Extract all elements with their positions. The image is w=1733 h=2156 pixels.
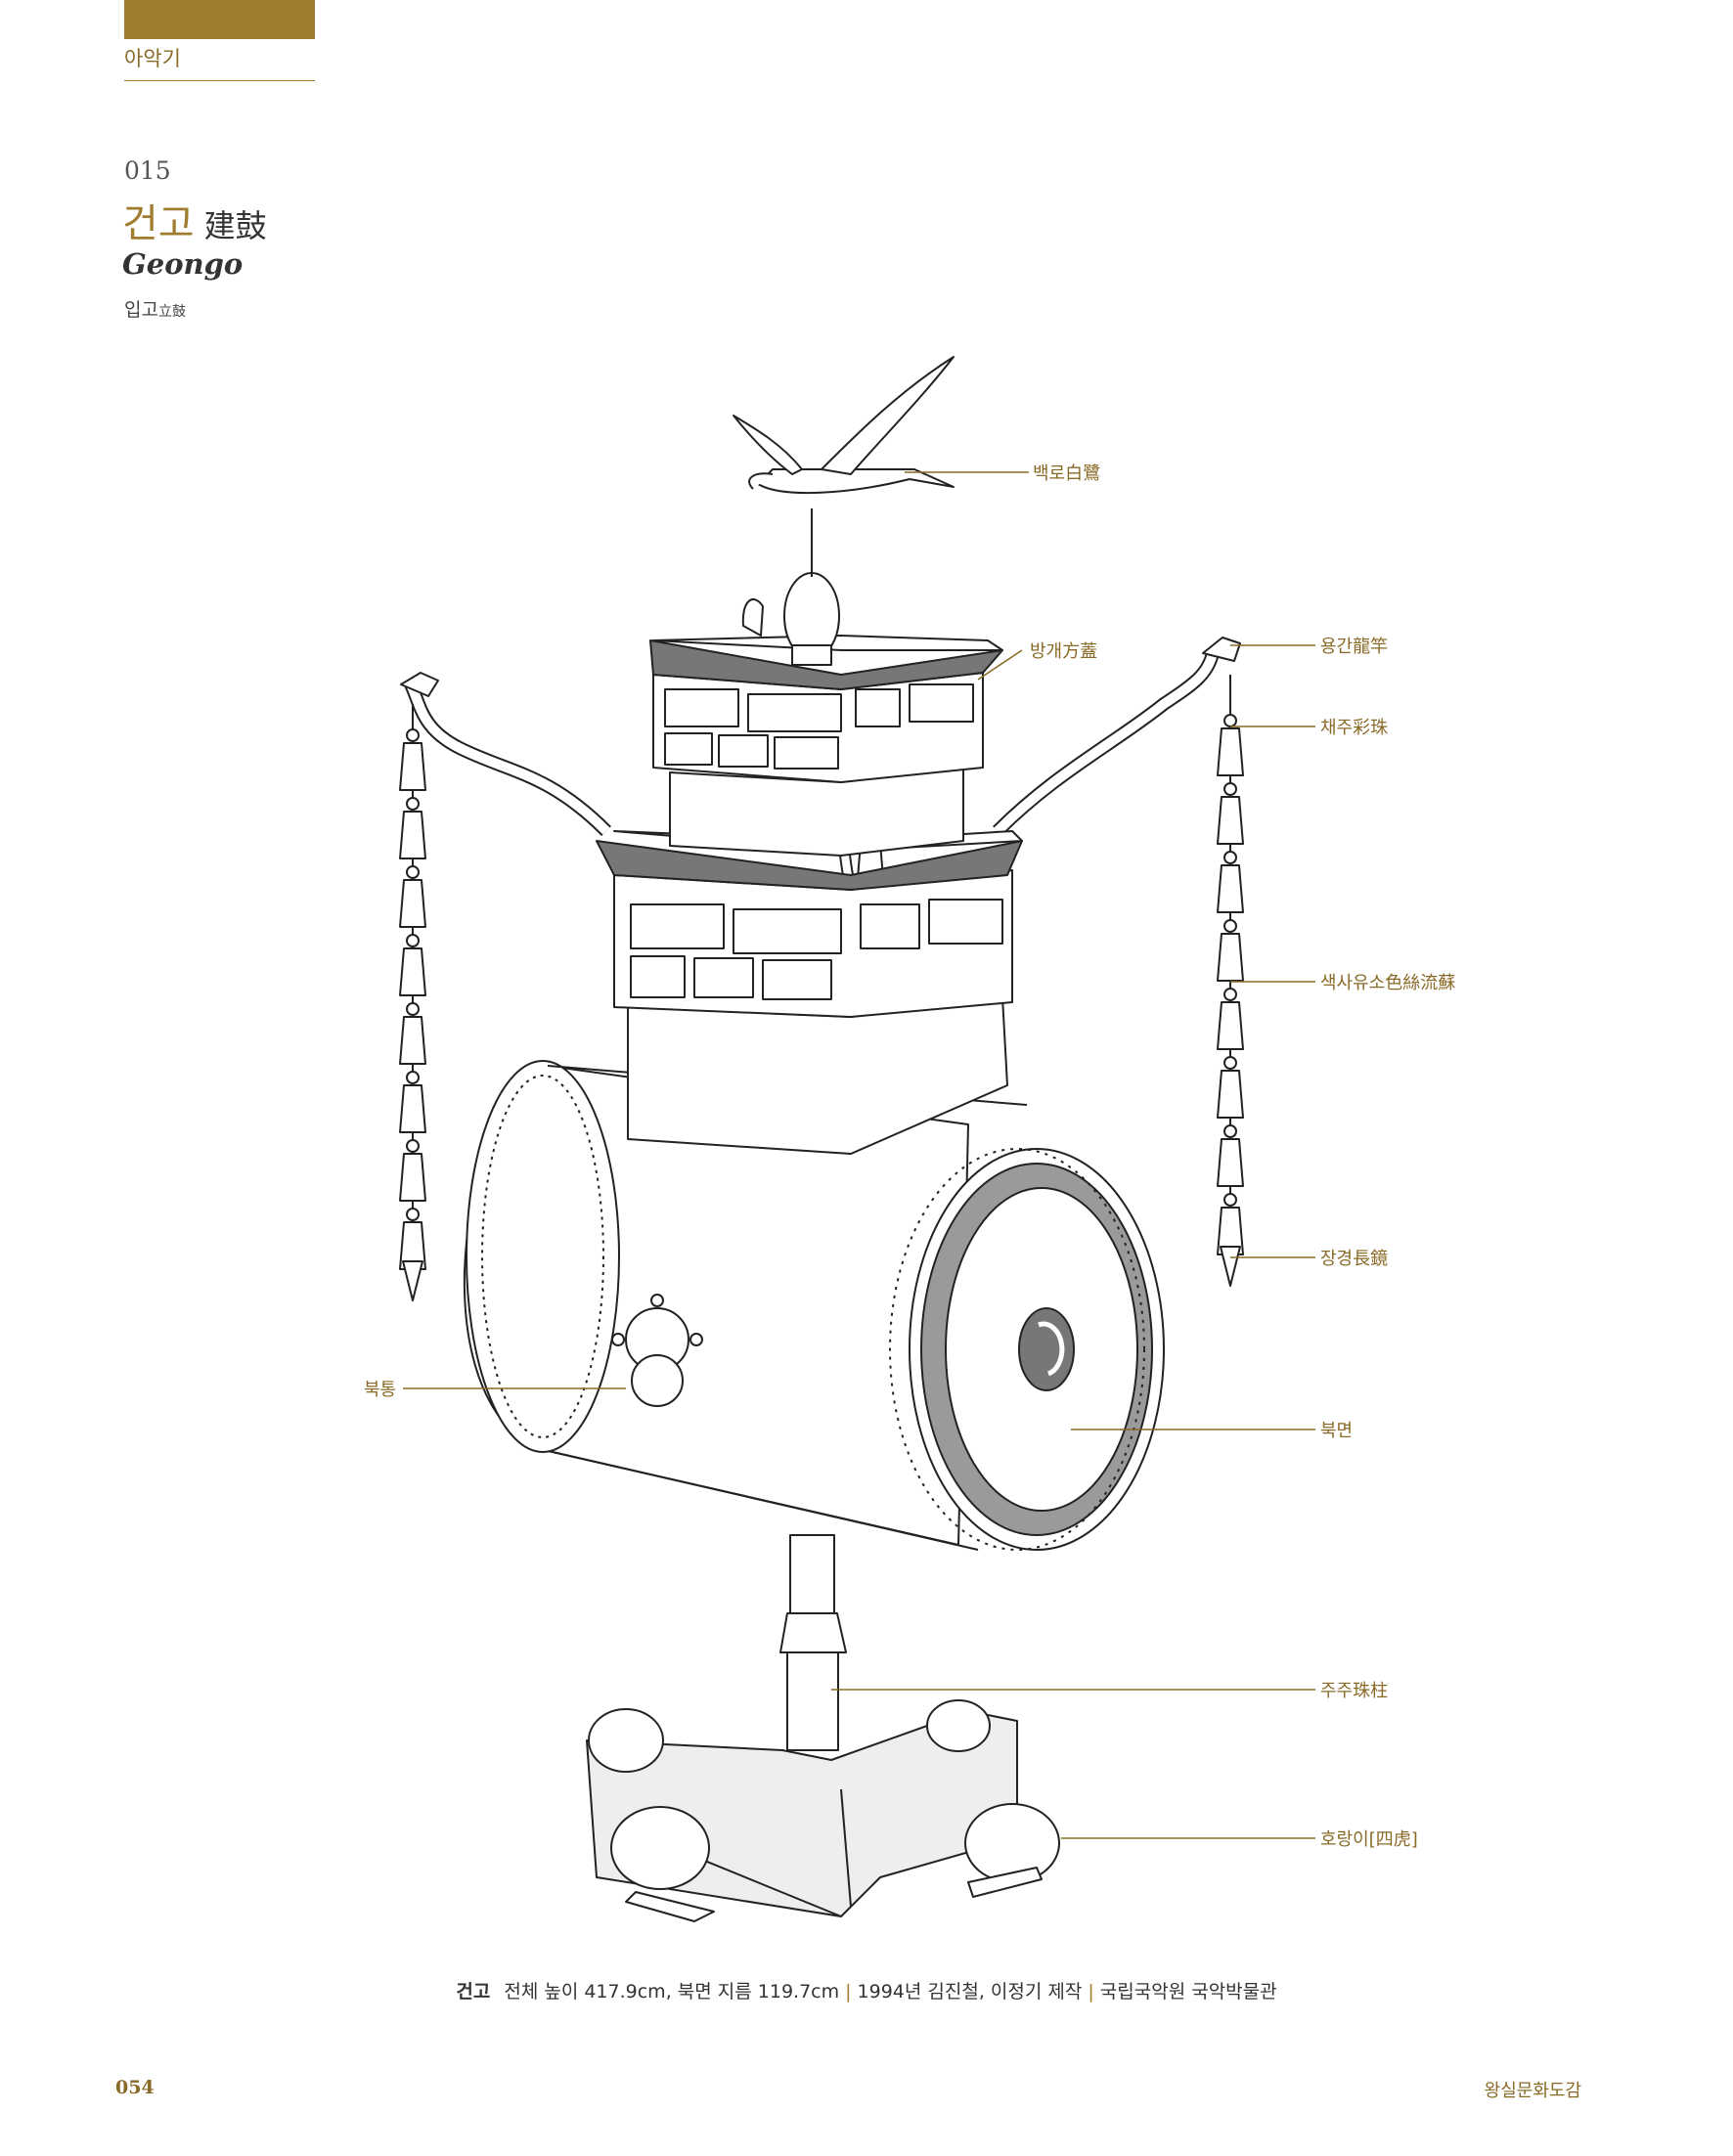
callout-drum-body: 북통 bbox=[364, 1380, 397, 1400]
callout-canopy: 방개方蓋 bbox=[1030, 641, 1098, 662]
tassel-bead bbox=[406, 934, 420, 947]
tassel-segment bbox=[1217, 933, 1244, 982]
upper-box bbox=[649, 572, 1003, 857]
tassel-bead bbox=[406, 1208, 420, 1221]
tassel-bead bbox=[406, 1071, 420, 1084]
tiger-base bbox=[586, 1699, 1060, 1922]
tassel-bead bbox=[1223, 1056, 1237, 1070]
title-english: Geongo bbox=[122, 247, 244, 281]
tassel-bead bbox=[406, 797, 420, 811]
callout-leader-lines bbox=[403, 471, 1315, 1839]
tassel-segment bbox=[1217, 727, 1244, 776]
callout-tigers: 호랑이[四虎] bbox=[1320, 1829, 1418, 1850]
drum-head bbox=[889, 1148, 1165, 1551]
callout-colored-bead: 채주彩珠 bbox=[1320, 718, 1389, 738]
tassel-bead bbox=[1223, 782, 1237, 796]
callout-tassels: 색사유소色絲流蘇 bbox=[1320, 973, 1456, 993]
caption-separator: | bbox=[845, 1981, 852, 2002]
tassel-segment bbox=[399, 879, 426, 928]
tassel-bead bbox=[1223, 919, 1237, 933]
title-hanja: 建鼓 bbox=[203, 207, 267, 244]
book-title: 왕실문화도감 bbox=[1484, 2081, 1581, 2101]
callout-pillar: 주주珠柱 bbox=[1320, 1681, 1389, 1701]
tassel-segment bbox=[399, 742, 426, 791]
caption-dimensions: 전체 높이 417.9cm, 북면 지름 119.7cm bbox=[504, 1981, 840, 2002]
tassel-segment bbox=[399, 1016, 426, 1065]
callout-egret: 백로白鷺 bbox=[1033, 463, 1101, 484]
tassel-bead bbox=[1223, 1124, 1237, 1138]
entry-number: 015 bbox=[124, 156, 171, 185]
tassel-bead bbox=[1223, 988, 1237, 1001]
tassel-segment bbox=[1217, 796, 1244, 845]
tassel-bead bbox=[1223, 714, 1237, 727]
tassel-segment bbox=[399, 1084, 426, 1133]
egret-finial bbox=[733, 356, 955, 577]
drum-barrel bbox=[463, 1060, 1028, 1551]
callout-drum-head: 북면 bbox=[1320, 1421, 1354, 1441]
tassel-bead bbox=[406, 865, 420, 879]
tassel-segment bbox=[399, 811, 426, 859]
tassel-bead bbox=[1223, 1193, 1237, 1207]
drum-ring-handle bbox=[611, 1294, 703, 1407]
pillar bbox=[779, 1534, 847, 1751]
tassel-segment bbox=[1217, 1207, 1244, 1255]
caption-separator: | bbox=[1088, 1981, 1094, 2002]
caption-collection: 국립국악원 국악박물관 bbox=[1099, 1981, 1277, 2002]
tassel-bead bbox=[406, 728, 420, 742]
tassel-segment bbox=[1217, 1001, 1244, 1050]
callout-dragon-pole: 용간龍竿 bbox=[1320, 637, 1389, 657]
tassel-bead bbox=[1223, 851, 1237, 864]
section-label: 아악기 bbox=[124, 43, 315, 81]
page-number: 054 bbox=[115, 2077, 155, 2098]
tassel-segment bbox=[1217, 864, 1244, 913]
alias-korean: 입고 bbox=[124, 299, 158, 321]
alias-hanja: 立鼓 bbox=[157, 304, 186, 320]
alias-name: 입고立鼓 bbox=[124, 295, 186, 322]
tassel-segment bbox=[1217, 1070, 1244, 1119]
caption-title: 건고 bbox=[456, 1981, 491, 2002]
callout-pendant: 장경長鏡 bbox=[1320, 1249, 1389, 1269]
tassel-segment bbox=[399, 1153, 426, 1202]
title-korean: 건고 bbox=[122, 201, 195, 246]
section-color-bar bbox=[124, 0, 315, 39]
caption-maker: 1994년 김진철, 이정기 제작 bbox=[857, 1981, 1083, 2002]
tassel-bead bbox=[406, 1139, 420, 1153]
lower-box bbox=[596, 830, 1023, 1155]
tassel-bead bbox=[406, 1002, 420, 1016]
tassel-segment bbox=[399, 947, 426, 996]
tassel-segment bbox=[399, 1221, 426, 1270]
tassel-segment bbox=[1217, 1138, 1244, 1187]
